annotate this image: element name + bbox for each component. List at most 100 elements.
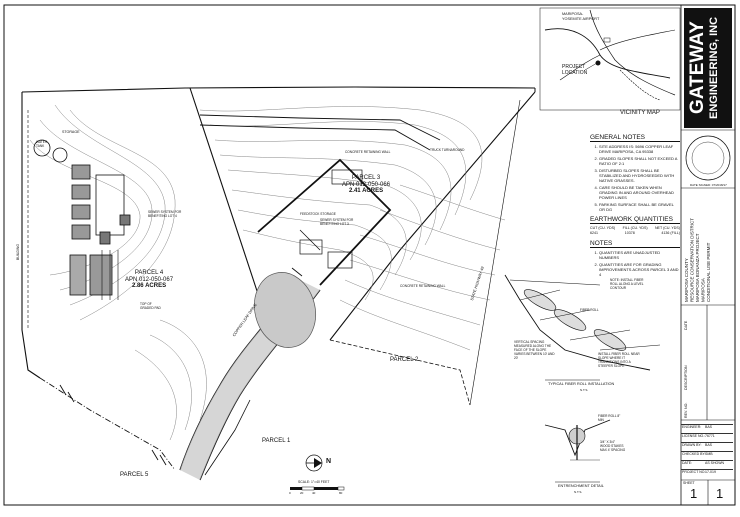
vicinity-map-title: VICINITY MAP bbox=[620, 110, 660, 116]
rev-no-col: REV. NO. bbox=[684, 402, 688, 418]
logo-background bbox=[684, 8, 732, 128]
earthwork-header: FILL (CU. YDS) bbox=[622, 226, 648, 230]
fiber-note-1: NOTE: INSTALL FIBER ROLL ALONG A LEVEL C… bbox=[610, 278, 644, 290]
general-notes: GENERAL NOTES SITE ADDRESS IS: 5696 COPP… bbox=[590, 134, 680, 212]
earthwork-title: EARTHWORK QUANTITIES bbox=[590, 216, 680, 224]
fiber-note-4: INSTALL FIBER ROLL NEAR SLOPE WHERE IT T… bbox=[598, 352, 640, 368]
tb-row-date: DATE: bbox=[681, 460, 733, 465]
rev-description-col: DESCRIPTION bbox=[684, 365, 688, 390]
title-block-lines bbox=[681, 129, 735, 505]
tb-row-engineer: ENGINEER: bbox=[681, 424, 733, 429]
earthwork-header: CUT (CU. YDS) bbox=[590, 226, 616, 230]
tb-label: CHECKED BY: bbox=[682, 452, 706, 456]
storage-label: STORAGE bbox=[62, 130, 80, 134]
parcel-2-label: PARCEL 2 bbox=[390, 357, 419, 363]
tb-label: DRAWN BY: bbox=[682, 443, 702, 447]
feedstock-storage-label: FEEDSTOCK STORAGE bbox=[300, 212, 336, 216]
vicinity-map bbox=[539, 7, 681, 111]
project-title-block: MARIPOSA COUNTY RESOURCE CONSERVATION DI… bbox=[684, 192, 712, 302]
tb-label: DATE: bbox=[682, 461, 693, 465]
fiber-note-3: VERTICAL SPACING MEASURED ALONG THE FACE… bbox=[514, 340, 555, 360]
parcel-3-name: PARCEL 3 bbox=[351, 175, 381, 181]
entrenchment-detail bbox=[544, 419, 611, 483]
tb-label: PROJECT NO.: bbox=[682, 470, 707, 474]
project-location-label: PROJECT LOCATION bbox=[562, 64, 588, 76]
parcel-4-label: PARCEL 4 APN 012-050-067 2.86 ACRES bbox=[125, 270, 173, 290]
project-title-line: CONDITIONAL USE PERMIT bbox=[706, 242, 711, 302]
sheet-of: 1 bbox=[716, 486, 724, 501]
parcel-4-area: 2.86 ACRES bbox=[131, 283, 167, 289]
general-note-item: PARKING SURFACE SHALL BE GRAVEL OR DG bbox=[599, 202, 680, 212]
truck-turnaround-label: TRUCK TURNAROUND bbox=[430, 148, 465, 152]
notes-title: NOTES bbox=[590, 240, 680, 248]
rev-date-col: DATE bbox=[684, 320, 688, 330]
earthwork-value: 10378 bbox=[624, 231, 635, 235]
sheet-border bbox=[3, 4, 736, 506]
tb-row-project: PROJECT NO.: bbox=[681, 469, 733, 474]
general-note-item: GRADED SLOPES SHALL NOT EXCEED A RATIO O… bbox=[599, 156, 680, 166]
parcel-3-area: 2.41 ACRES bbox=[348, 188, 384, 194]
parcel-4-apn: APN 012-050-067 bbox=[125, 276, 174, 283]
earthwork-quantities: EARTHWORK QUANTITIES CUT (CU. YDS) FILL … bbox=[590, 216, 680, 236]
general-note-item: DISTURBED SLOPES SHALL BE STABILIZED AND… bbox=[599, 168, 680, 183]
company-name-2-wrap: ENGINEERING, INC bbox=[708, 10, 720, 126]
concrete-wall-label: CONCRETE RETAINING WALL bbox=[345, 150, 391, 154]
note-item: QUANTITIES ARE UNADJUSTED NUMBERS bbox=[599, 250, 680, 260]
scale-bar bbox=[290, 486, 345, 491]
earthwork-header-row: CUT (CU. YDS) FILL (CU. YDS) NET (CU. YD… bbox=[590, 226, 680, 231]
tb-value: AS SHOWN bbox=[705, 461, 725, 465]
airport-label: MARIPOSA-YOSEMITE AIRPORT bbox=[562, 12, 600, 21]
company-name-2: ENGINEERING, INC bbox=[708, 16, 720, 120]
site-plan bbox=[21, 86, 536, 481]
parcel-3-apn: APN 012-050-066 bbox=[342, 181, 391, 188]
graded-pad-label: TOP OF GRADED PAD bbox=[140, 302, 161, 310]
general-note-item: SITE ADDRESS IS: 5696 COPPER LEAF DRIVE … bbox=[599, 144, 680, 154]
fiber-title: TYPICAL FIBER ROLL INSTALLATION bbox=[548, 382, 615, 386]
earthwork-value: 6241 bbox=[590, 231, 598, 235]
general-notes-title: GENERAL NOTES bbox=[590, 134, 680, 142]
tb-label: ENGINEER: bbox=[682, 425, 702, 429]
tb-value: 17-019 bbox=[705, 470, 716, 474]
notes-section: NOTES QUANTITIES ARE UNADJUSTED NUMBERS … bbox=[590, 240, 680, 277]
earthwork-header: NET (CU. YDS) bbox=[654, 226, 680, 230]
entrench-scale: N.T.S. bbox=[574, 490, 583, 494]
sewer-lot4-label: SEWER SYSTEM FOR BENEFITING LOT 4 bbox=[148, 210, 182, 218]
tb-value: SMB bbox=[705, 452, 713, 456]
sewer-lot3-label: SEWER SYSTEM FOR BENEFITING LOT 3 bbox=[320, 218, 354, 226]
tb-row-checked: CHECKED BY: bbox=[681, 451, 733, 456]
scale-tick: 20 bbox=[300, 491, 304, 495]
water-tank-label: WATER TANK bbox=[36, 140, 48, 148]
notes-panel: GENERAL NOTES SITE ADDRESS IS: 5696 COPP… bbox=[590, 134, 680, 282]
tb-value: BAS bbox=[705, 443, 713, 447]
company-logo: GATEWAY bbox=[687, 10, 708, 126]
general-note-item: CARE SHOULD BE TAKEN WHEN GRADING IN AND… bbox=[599, 185, 680, 200]
tb-row-drawn: DRAWN BY: bbox=[681, 442, 733, 447]
parcel-4-name: PARCEL 4 bbox=[134, 270, 164, 276]
building-label: BUILDING bbox=[16, 243, 20, 260]
scale-tick: 40 bbox=[312, 491, 316, 495]
tb-label: LICENSE NO.: bbox=[682, 434, 706, 438]
parcel-3-label: PARCEL 3 APN 012-050-066 2.41 ACRES bbox=[342, 175, 390, 195]
scale-tick: 0 bbox=[289, 491, 291, 495]
entrench-note-2: 3/4" X 3/4" WOOD STAKES MAX 4' SPACING bbox=[600, 440, 626, 452]
tb-row-license: LICENSE NO.: bbox=[681, 433, 733, 438]
engineer-seal bbox=[685, 135, 731, 181]
fiber-scale: N.T.S. bbox=[580, 388, 589, 392]
north-arrow bbox=[305, 454, 323, 472]
fiber-roll-detail bbox=[504, 274, 661, 381]
sheet-label: SHEET bbox=[683, 481, 695, 485]
parcel-5-label: PARCEL 5 bbox=[120, 472, 149, 478]
retaining-wall-label: CONCRETE RETAINING WALL bbox=[400, 284, 446, 288]
earthwork-value-row: 6241 10378 4136 (FILL) bbox=[590, 231, 680, 236]
entrench-title: ENTRENCHMENT DETAIL bbox=[558, 484, 604, 488]
entrench-note-1: FIBER ROLL 8" MIN bbox=[598, 414, 621, 422]
scale-tick: 80 bbox=[339, 491, 343, 495]
company-name-1: GATEWAY bbox=[687, 21, 708, 115]
scale-label: SCALE: 1"=40 FEET bbox=[298, 480, 330, 484]
sheet-number: 1 bbox=[690, 486, 698, 501]
parcel-1-label: PARCEL 1 bbox=[262, 438, 291, 444]
date-signed: DATE SIGNED: 07/2018/17 bbox=[690, 183, 727, 187]
north-label: N bbox=[326, 458, 332, 465]
